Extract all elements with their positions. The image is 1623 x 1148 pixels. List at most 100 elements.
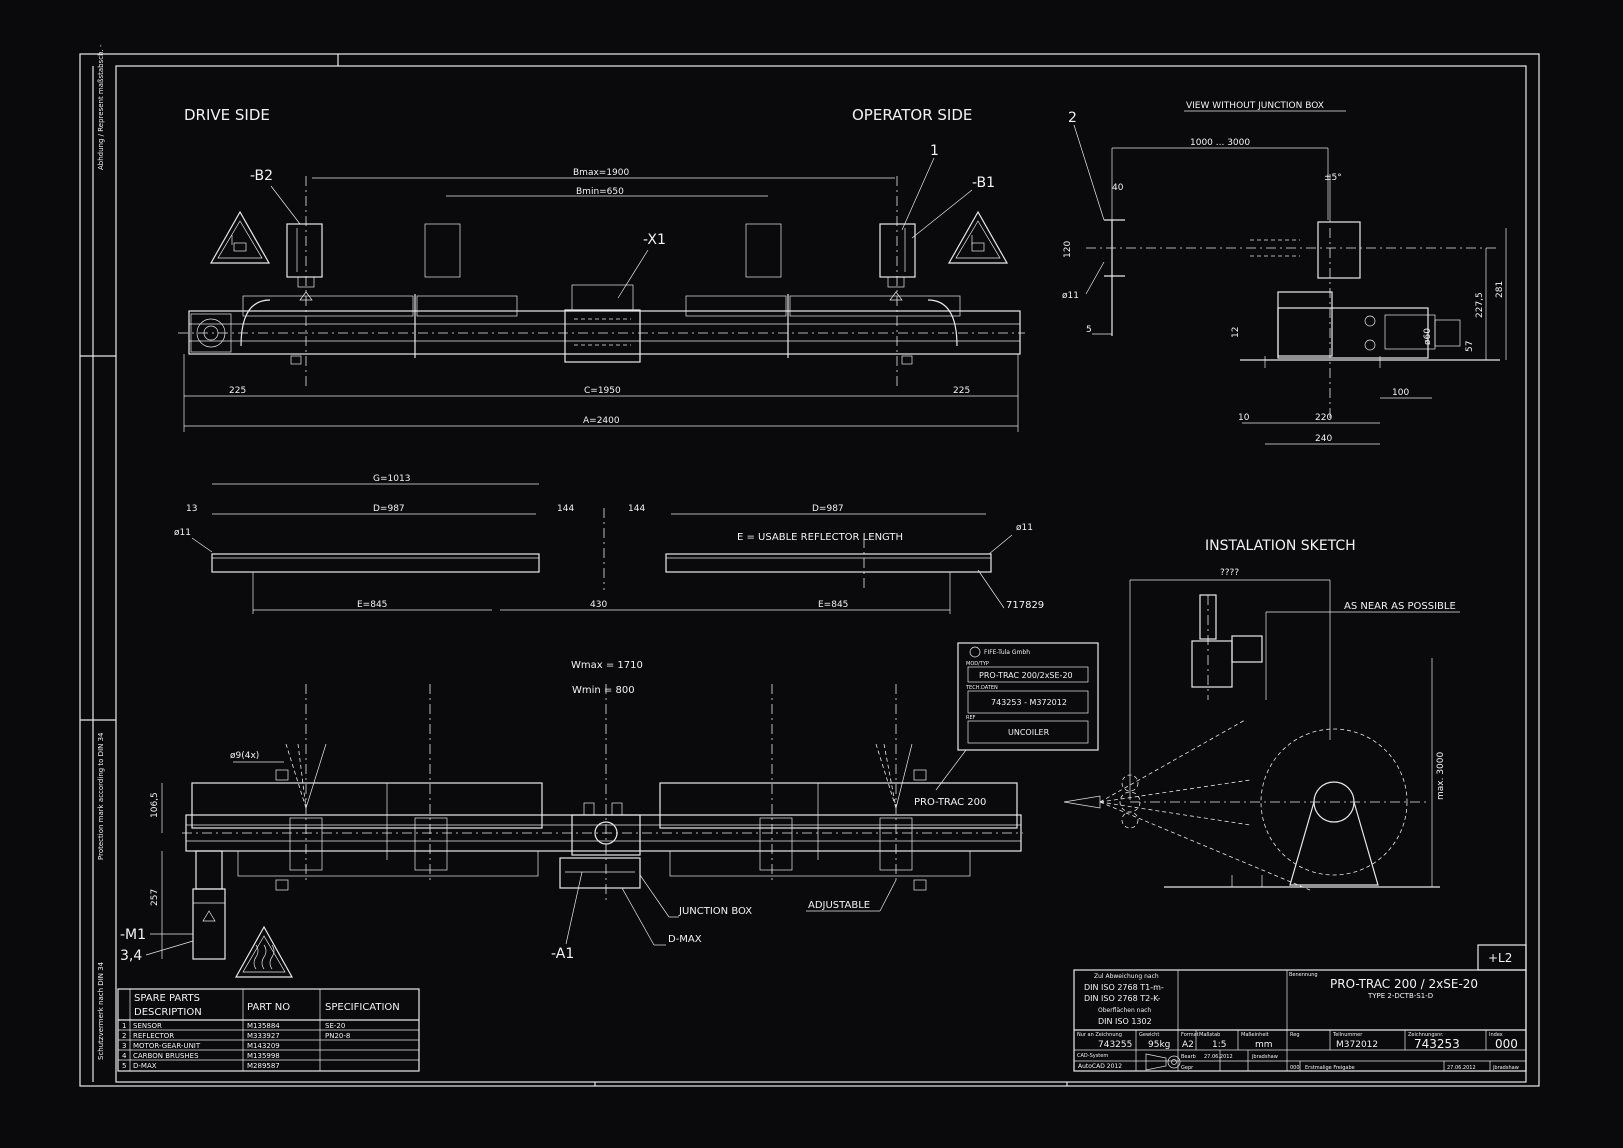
label-717829: 717829: [1006, 600, 1044, 611]
sensor-b1: [879, 223, 916, 301]
rail-section: [1277, 291, 1333, 357]
drive-side-label: DRIVE SIDE: [184, 106, 270, 124]
junction-box-a1: [559, 802, 641, 889]
table-cell: MOTOR-GEAR-UNIT: [133, 1042, 201, 1050]
tb-cad-value: AutoCAD 2012: [1078, 1063, 1122, 1070]
dim-pm5: ±5°: [1324, 173, 1342, 183]
table-cell: 2: [122, 1032, 126, 1040]
tb-rev-text: Erstmalige Freigabe: [1305, 1065, 1355, 1071]
warning-hand-icon-left: [209, 210, 271, 264]
nameplate-ref-value: UNCOILER: [1008, 728, 1050, 737]
tb-einheit-value: mm: [1255, 1040, 1273, 1050]
table-cell: M333927: [247, 1032, 280, 1040]
label-b1: -B1: [972, 175, 995, 191]
tb-zeichnr-value: 743253: [1414, 1037, 1460, 1051]
label-adjustable: ADJUSTABLE: [808, 900, 870, 911]
tb-rev-index: 000: [1290, 1065, 1300, 1071]
tb-cad-label: CAD-System: [1077, 1053, 1108, 1059]
dim-bmin: Bmin=650: [576, 187, 624, 197]
tb-bearb-label: Bearb: [1181, 1054, 1196, 1060]
nameplate-mod-value: PRO-TRAC 200/2xSE-20: [979, 671, 1073, 680]
dim-phi11-right: ø11: [1016, 523, 1033, 533]
tb-std2: DIN ISO 2768 T2-K-: [1084, 994, 1160, 1003]
dim-144-b: 144: [628, 504, 645, 514]
dim-5: 5: [1086, 325, 1092, 335]
nameplate-tech-label: TECH.DATEN: [965, 685, 998, 691]
projection-symbol-icon: [1145, 1053, 1181, 1071]
tb-std1: DIN ISO 2768 T1-m-: [1084, 983, 1164, 992]
nameplate-mod-label: MOD/TYP: [966, 661, 989, 667]
tb-std4: DIN ISO 1302: [1098, 1017, 1152, 1026]
dim-e845-left: E=845: [357, 600, 387, 610]
label-x1: -X1: [643, 232, 666, 248]
tb-benennung: Benennung: [1289, 972, 1318, 978]
title-block: Zul Abweichung nach DIN ISO 2768 T1-m- D…: [1073, 969, 1527, 1072]
side-view: VIEW WITHOUT JUNCTION BOX 2 1000 ... 300…: [1062, 101, 1507, 445]
warning-hot-icon: [234, 925, 294, 978]
table-cell: 5: [122, 1062, 126, 1070]
dim-e845-right: E=845: [818, 600, 848, 610]
tb-reg-label: Reg: [1290, 1032, 1300, 1038]
tb-einheit-label: Maßeinheit: [1241, 1032, 1269, 1038]
nameplate-maker: FIFE-Tula Gmbh: [984, 649, 1030, 656]
tb-gepr-label: Gepr: [1181, 1065, 1194, 1071]
tb-title: PRO-TRAC 200 / 2xSE-20: [1330, 977, 1478, 991]
table-header-spare: SPARE PARTS: [134, 993, 200, 1004]
table-cell: D-MAX: [133, 1062, 157, 1070]
dim-225-left: 225: [229, 386, 246, 396]
tb-index-label: Index: [1489, 1032, 1503, 1038]
tb-teil-label: Teilnummer: [1332, 1032, 1363, 1038]
front-view: DRIVE SIDE OPERATOR SIDE: [178, 106, 1025, 432]
table-header-spec: SPECIFICATION: [325, 1002, 400, 1013]
table-cell: SENSOR: [133, 1022, 162, 1030]
nameplate: FIFE-Tula Gmbh MOD/TYP PRO-TRAC 200/2xSE…: [957, 642, 1099, 751]
reflector-right: [665, 553, 992, 573]
dim-40: 40: [1112, 183, 1124, 193]
tb-index-value: 000: [1495, 1037, 1518, 1051]
dim-d987-right: D=987: [812, 504, 844, 514]
tb-zeichnr-label: Zeichnungsnr.: [1408, 1032, 1444, 1038]
dim-1065: 106,5: [150, 792, 160, 818]
dim-g1013: G=1013: [373, 474, 410, 484]
parts-table: SPARE PARTS DESCRIPTION PART NO SPECIFIC…: [117, 988, 420, 1072]
fan-box: [190, 313, 232, 353]
sensor-outline-2: [745, 223, 782, 278]
table-cell: M289587: [247, 1062, 280, 1070]
label-m1-sub: 3,4: [120, 948, 142, 964]
dim-120: 120: [1063, 241, 1073, 258]
tb-teil-value: M372012: [1336, 1040, 1378, 1050]
label-junction-box: JUNCTION BOX: [678, 906, 752, 917]
tb-bearb-date: 27.06.2012: [1204, 1054, 1233, 1060]
dim-13: 13: [186, 504, 197, 514]
table-cell: M135998: [247, 1052, 280, 1060]
reflector-view: G=1013 13 D=987 144 144 D=987 E = USABLE…: [174, 474, 1044, 614]
dim-225-right: 225: [953, 386, 970, 396]
nameplate-ref-label: REF: [966, 715, 976, 721]
table-cell: 1: [122, 1022, 126, 1030]
nameplate-tech-value: 743253 - M372012: [991, 698, 1067, 707]
tb-std3: Oberflächen nach: [1098, 1007, 1151, 1014]
tb-std-head: Zul Abweichung nach: [1094, 973, 1159, 980]
installation-sketch: INSTALATION SKETCH ???? AS NEAR AS POSSI…: [1063, 538, 1460, 891]
side-note-bottom: Schutzvermerk nach DIN 34: [97, 961, 105, 1060]
label-b2: -B2: [250, 168, 273, 184]
operator-side-label: OPERATOR SIDE: [852, 106, 972, 124]
table-cell: REFLECTOR: [133, 1032, 174, 1040]
label-1: 1: [930, 143, 939, 159]
dim-bmax: Bmax=1900: [573, 168, 630, 178]
dim-phi11-side: ø11: [1062, 291, 1079, 301]
tb-massstab-value: 1:5: [1212, 1040, 1226, 1050]
label-as-near: AS NEAR AS POSSIBLE: [1344, 601, 1456, 612]
dim-d987-left: D=987: [373, 504, 405, 514]
dim-wmin: Wmin = 800: [572, 685, 635, 696]
tb-zeich-label: Nur an Zeichnung: [1077, 1032, 1122, 1038]
dim-a2400: A=2400: [583, 416, 620, 426]
dim-phi11-left: ø11: [174, 528, 191, 538]
dim-1000-3000: 1000 ... 3000: [1190, 138, 1250, 148]
l2-box: +L2: [1477, 944, 1527, 971]
tb-bearb-name: jbradshaw: [1251, 1054, 1278, 1060]
top-view: Wmax = 1710 Wmin = 800: [120, 660, 1023, 978]
dim-100: 100: [1392, 388, 1409, 398]
